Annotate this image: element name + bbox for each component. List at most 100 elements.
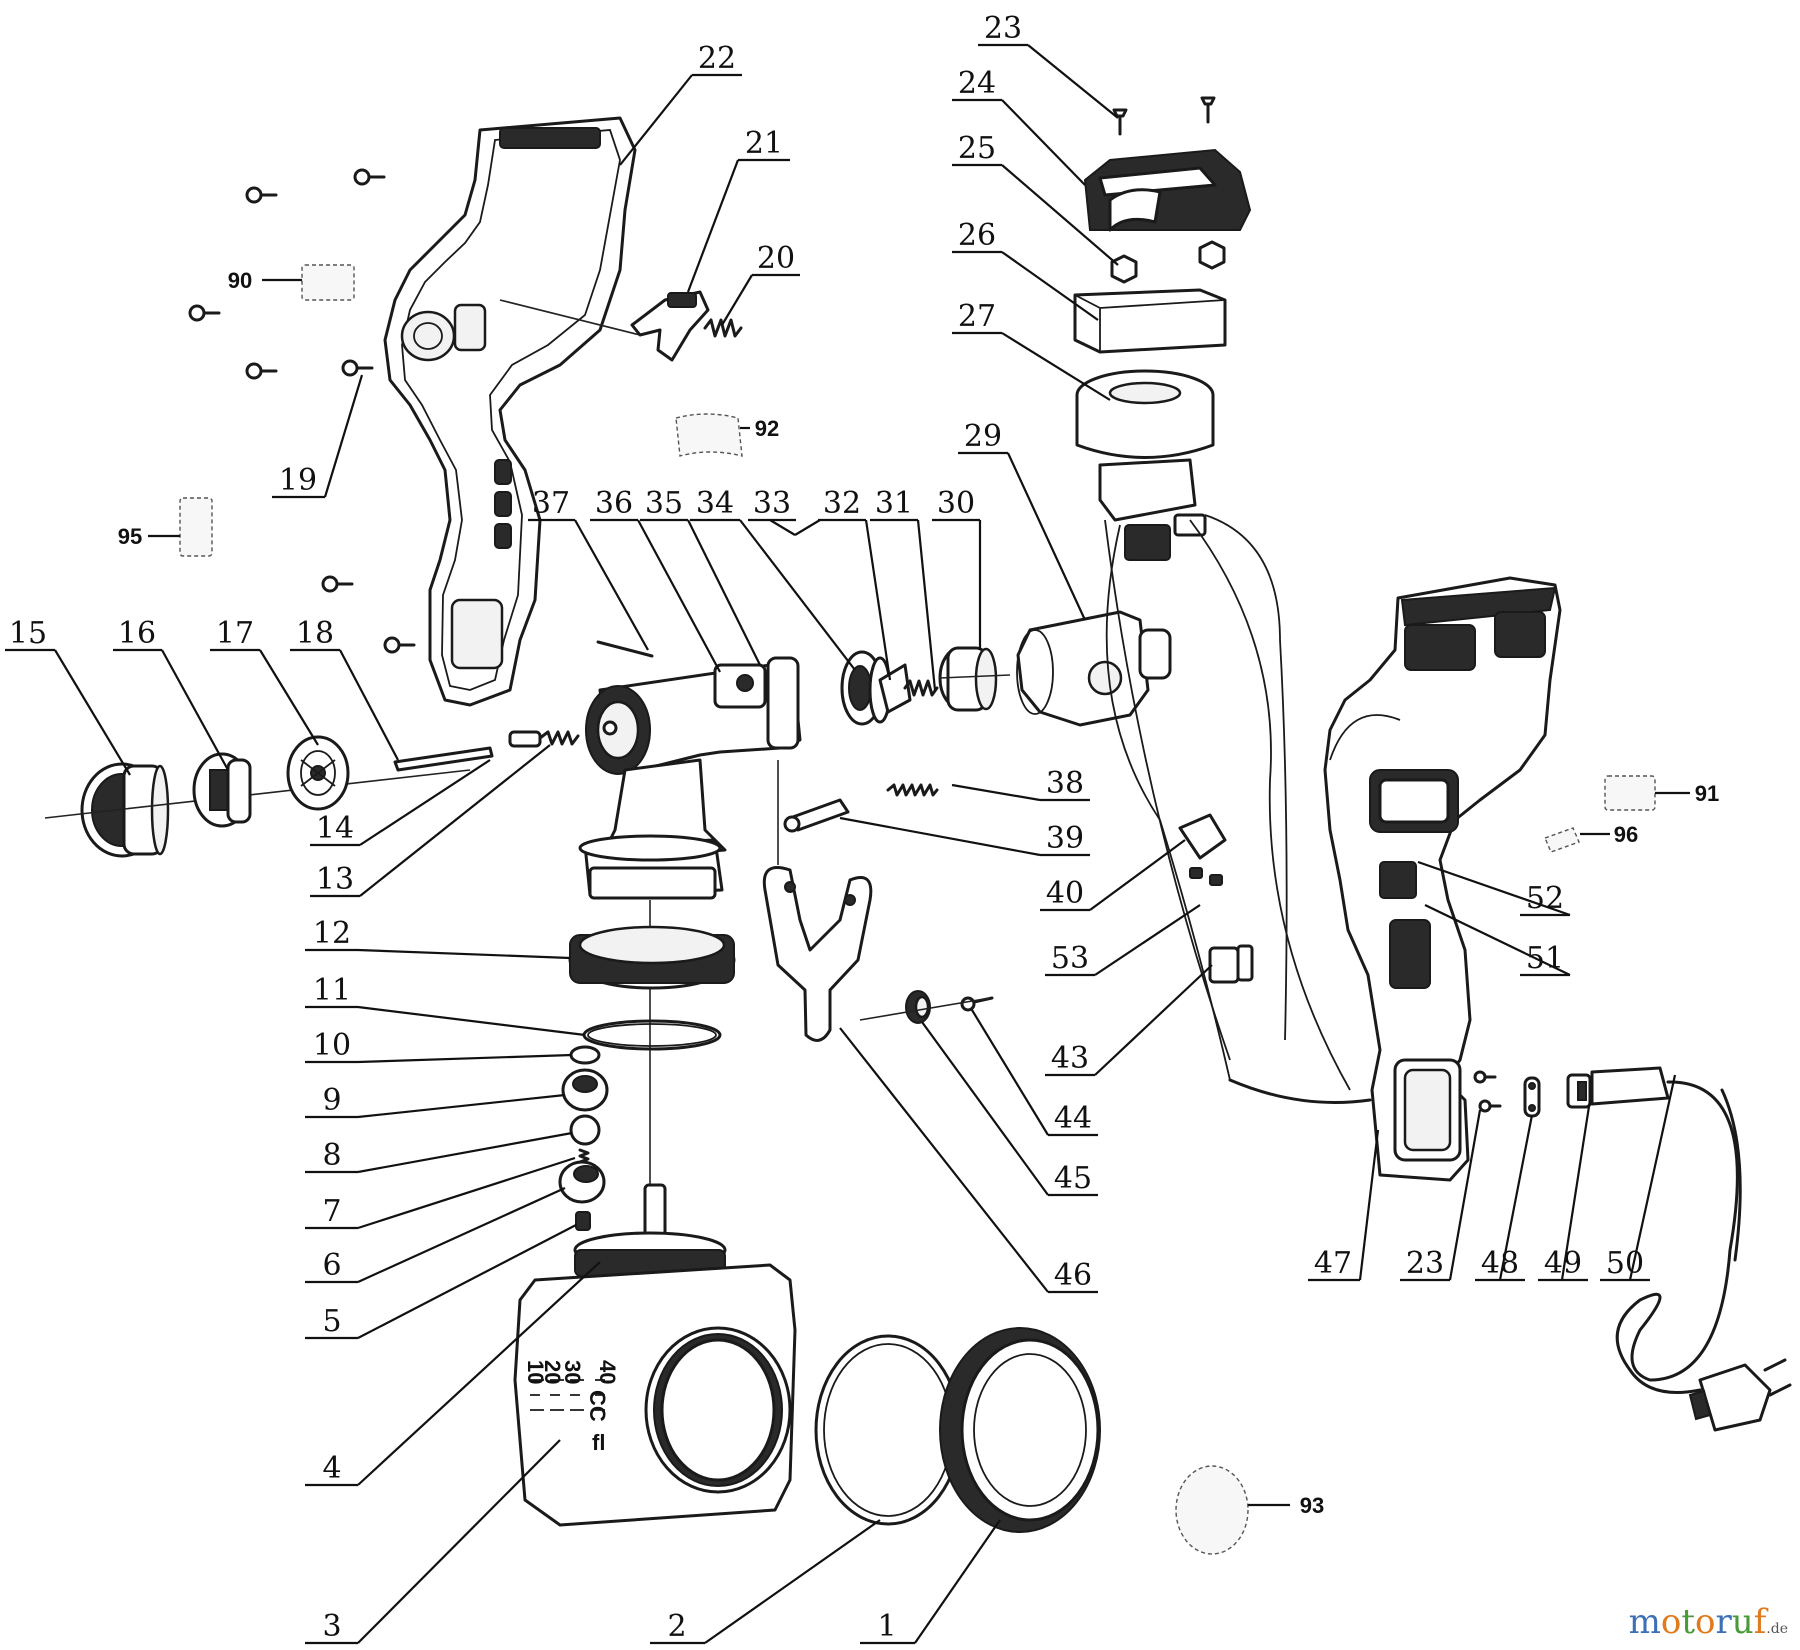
callout-40: 40 bbox=[1046, 876, 1084, 911]
callout-9: 9 bbox=[322, 1083, 341, 1118]
callout-39: 39 bbox=[1046, 821, 1084, 856]
filter-foam bbox=[1073, 288, 1227, 354]
sticker-90 bbox=[301, 264, 355, 301]
callout-2: 2 bbox=[667, 1609, 686, 1644]
valve-holder bbox=[561, 1068, 609, 1112]
gasket-ring bbox=[582, 1019, 722, 1051]
callout-8: 8 bbox=[322, 1138, 341, 1173]
power-cord bbox=[1590, 1066, 1792, 1432]
callout-22: 22 bbox=[698, 41, 736, 76]
sticker-95 bbox=[179, 497, 213, 557]
watermark-letter: o bbox=[1660, 1602, 1682, 1642]
callout-14: 14 bbox=[316, 811, 354, 846]
callout-18: 18 bbox=[296, 616, 334, 651]
callout-33: 33 bbox=[753, 486, 791, 521]
callout-23-bottom: 23 bbox=[1406, 1246, 1444, 1281]
power-plug bbox=[1688, 1358, 1792, 1432]
callout-95: 95 bbox=[118, 524, 142, 549]
ball bbox=[569, 1114, 601, 1146]
callout-92: 92 bbox=[755, 416, 779, 441]
callout-46: 46 bbox=[1054, 1258, 1092, 1293]
pump-body bbox=[578, 656, 802, 900]
callout-36: 36 bbox=[595, 486, 633, 521]
callout-leaders bbox=[5, 43, 1690, 1645]
callout-23-top: 23 bbox=[984, 11, 1022, 46]
piston-sleeve bbox=[938, 646, 998, 712]
callout-50: 50 bbox=[1606, 1246, 1644, 1281]
small-o-ring bbox=[569, 1045, 601, 1065]
callout-48: 48 bbox=[1481, 1246, 1519, 1281]
callout-29: 29 bbox=[964, 419, 1002, 454]
callout-44: 44 bbox=[1054, 1101, 1092, 1136]
valve-seat bbox=[840, 650, 892, 726]
callout-5: 5 bbox=[322, 1304, 341, 1339]
adjuster-spring bbox=[886, 783, 939, 797]
callout-51: 51 bbox=[1526, 941, 1564, 976]
pump-housing bbox=[1016, 610, 1172, 727]
container-seal bbox=[814, 1334, 962, 1526]
callout-38: 38 bbox=[1046, 766, 1084, 801]
fork-bracket bbox=[762, 760, 873, 1042]
valve-spring bbox=[903, 679, 939, 697]
cable-strain-relief bbox=[1566, 1073, 1592, 1109]
wiring bbox=[1104, 514, 1372, 1104]
watermark-letter: t bbox=[1681, 1602, 1696, 1642]
callout-31: 31 bbox=[875, 486, 913, 521]
left-housing-half bbox=[383, 116, 641, 707]
trigger-spring bbox=[703, 318, 743, 338]
callout-24: 24 bbox=[958, 66, 996, 101]
top-screws bbox=[1112, 96, 1216, 136]
watermark-letter: r bbox=[1715, 1602, 1732, 1642]
cable-clamp bbox=[1523, 1076, 1541, 1118]
callout-37: 37 bbox=[532, 486, 570, 521]
callout-21: 21 bbox=[745, 126, 783, 161]
sticker-91 bbox=[1604, 775, 1656, 811]
callout-numbers: 22 21 20 19 90 92 95 15 16 17 18 14 13 3… bbox=[9, 11, 1719, 1644]
watermark-letter: o bbox=[1695, 1602, 1716, 1642]
volume-scale: 40 CC 30 20 10 fl bbox=[523, 1360, 620, 1455]
watermark-domain: .de bbox=[1766, 1621, 1788, 1637]
trigger-part bbox=[630, 290, 710, 362]
clamp-ring bbox=[568, 925, 736, 990]
pin bbox=[596, 640, 654, 658]
callout-7: 7 bbox=[322, 1194, 341, 1229]
scale-unit: fl bbox=[592, 1430, 605, 1455]
adjuster-pin bbox=[783, 798, 850, 833]
paint-container: 40 CC 30 20 10 fl bbox=[513, 1183, 797, 1527]
callout-26: 26 bbox=[958, 218, 996, 253]
adjust-knob bbox=[905, 990, 931, 1024]
filter-screw bbox=[575, 1211, 591, 1231]
valve-base bbox=[558, 1160, 606, 1204]
callout-35: 35 bbox=[645, 486, 683, 521]
right-housing-half bbox=[1323, 576, 1562, 1182]
callout-45: 45 bbox=[1054, 1161, 1092, 1196]
watermark-letter: m bbox=[1628, 1602, 1661, 1642]
callout-3: 3 bbox=[322, 1609, 341, 1644]
callout-90: 90 bbox=[228, 268, 252, 293]
callout-52: 52 bbox=[1526, 881, 1564, 916]
callout-20: 20 bbox=[757, 241, 795, 276]
needle bbox=[393, 730, 580, 772]
callout-27: 27 bbox=[958, 299, 996, 334]
watermark-letter: u bbox=[1731, 1602, 1754, 1642]
motor-cover bbox=[1083, 148, 1252, 232]
valve-disc bbox=[878, 663, 912, 714]
callout-96: 96 bbox=[1614, 822, 1638, 847]
housing-screws bbox=[188, 168, 416, 654]
motor bbox=[1075, 369, 1215, 561]
callout-17: 17 bbox=[216, 616, 254, 651]
callout-91: 91 bbox=[1695, 781, 1719, 806]
callout-25: 25 bbox=[958, 131, 996, 166]
callout-49: 49 bbox=[1544, 1246, 1582, 1281]
cable-clamp-screws bbox=[1473, 1070, 1502, 1113]
callout-4: 4 bbox=[322, 1451, 341, 1486]
callout-53: 53 bbox=[1051, 941, 1089, 976]
callout-10: 10 bbox=[313, 1028, 351, 1063]
callout-43: 43 bbox=[1051, 1041, 1089, 1076]
sticker-92 bbox=[675, 413, 743, 457]
callout-16: 16 bbox=[118, 616, 156, 651]
callout-13: 13 bbox=[316, 862, 354, 897]
watermark-letter: f bbox=[1753, 1602, 1767, 1642]
hex-nuts bbox=[1110, 240, 1226, 284]
